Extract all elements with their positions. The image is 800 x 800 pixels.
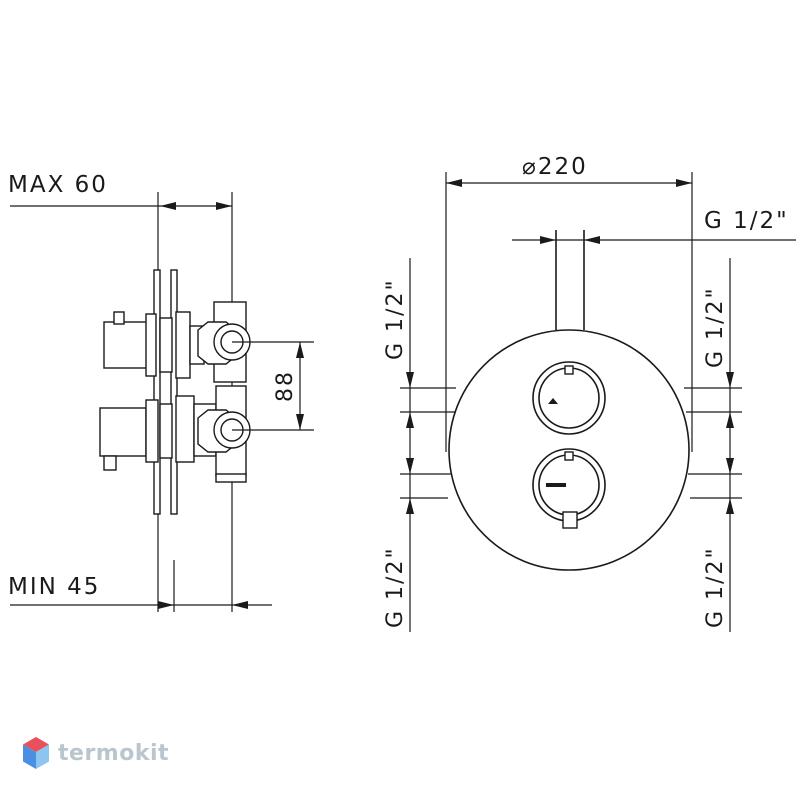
dim-g-right-top-label: G 1/2"	[703, 286, 728, 368]
dim-g-top-label: G 1/2"	[704, 208, 789, 234]
brand-logo: termokit	[22, 736, 169, 770]
dim-min-label: MIN 45	[8, 574, 100, 600]
dim-g-left-top-label: G 1/2"	[383, 278, 408, 360]
side-view: MAX 60 MIN 45	[8, 172, 314, 612]
dim-g-left-bottom-label: G 1/2"	[383, 546, 408, 628]
front-view: ⌀220 G 1/2"	[383, 154, 796, 632]
dim-diameter-label: ⌀220	[522, 154, 588, 180]
rosette	[448, 329, 690, 571]
brand-logo-icon	[23, 737, 49, 769]
brand-logo-text: termokit	[58, 740, 170, 766]
dim-g-right-bottom-label: G 1/2"	[703, 546, 728, 628]
dim-center-label: 88	[273, 370, 298, 402]
lower-knob	[532, 448, 606, 529]
dim-max-label: MAX 60	[8, 172, 108, 198]
upper-knob	[532, 361, 606, 435]
